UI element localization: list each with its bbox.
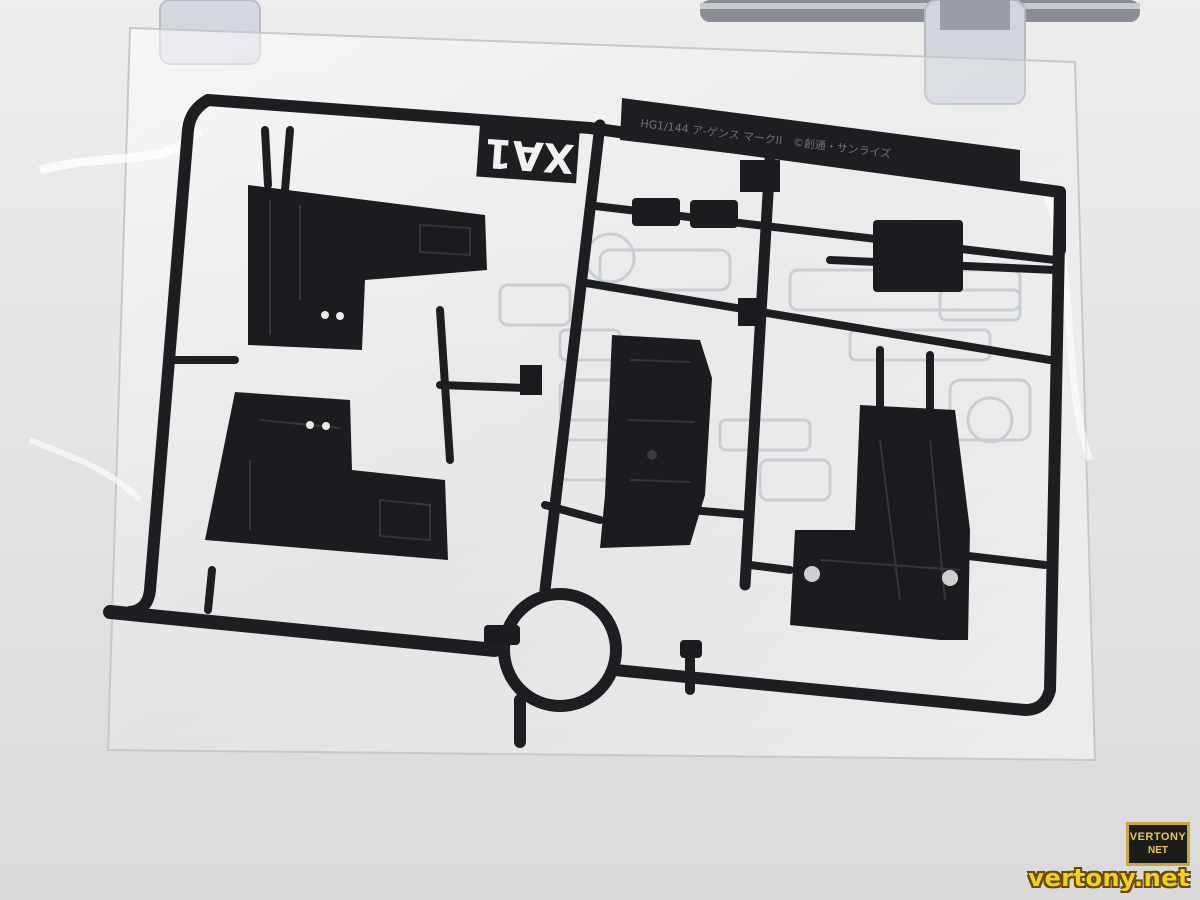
logo-line2: NET	[1148, 845, 1168, 856]
part-holes	[306, 311, 958, 586]
runner-label-plate: XA1	[476, 124, 580, 184]
runner-label-text: XA1	[483, 129, 576, 181]
site-watermark-text: vertony.net	[1028, 864, 1190, 892]
vertony-logo-watermark: VERTONY NET	[1126, 822, 1190, 866]
logo-line1: VERTONY	[1129, 831, 1187, 843]
black-parts	[205, 160, 970, 658]
